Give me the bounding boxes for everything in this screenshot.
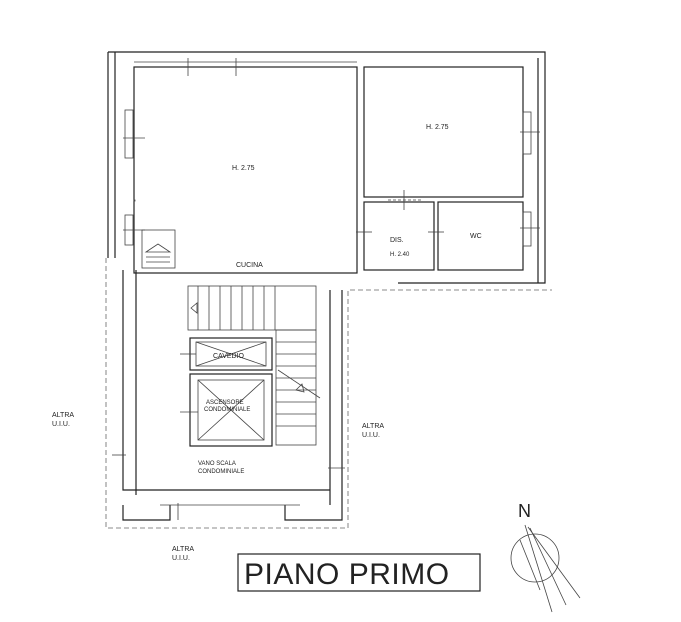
wc-label: WC xyxy=(470,233,482,240)
stairwell-label-line1: VANO SCALA xyxy=(198,461,236,467)
elevator-shaft xyxy=(180,373,273,447)
staircase xyxy=(187,285,321,446)
outer-walls xyxy=(107,51,546,284)
north-label: N xyxy=(518,501,531,521)
title-box: PIANO PRIMO xyxy=(237,553,481,592)
entrance-landing xyxy=(141,229,176,269)
right-room xyxy=(363,66,524,198)
stairwell-label-line2: CONDOMINIALE xyxy=(198,469,244,475)
altra-bottom-line2: U.I.U. xyxy=(172,555,190,562)
stairwell-walls xyxy=(112,270,345,521)
plan-title: PIANO PRIMO xyxy=(244,558,450,591)
dis-wc-block xyxy=(363,199,524,271)
window-marks xyxy=(123,58,540,247)
main-room-height: H. 2.75 xyxy=(232,165,255,172)
dis-label: DIS. xyxy=(390,237,404,244)
cavedio-label: CAVEDIO xyxy=(213,353,245,360)
altra-right-line2: U.I.U. xyxy=(362,432,380,439)
cavedio-shaft xyxy=(180,337,273,371)
altra-bottom-line1: ALTRA xyxy=(172,546,194,553)
elevator-label-line2: CONDOMINIALE xyxy=(204,407,250,413)
dis-height: H. 2.40 xyxy=(390,252,410,258)
altra-right-line1: ALTRA xyxy=(362,423,384,430)
north-arrow-icon: N xyxy=(510,501,581,613)
condominium-boundary xyxy=(105,258,552,529)
altra-left-line1: ALTRA xyxy=(52,412,74,419)
main-room xyxy=(133,61,358,274)
elevator-label-line1: ASCENSORE xyxy=(206,400,244,406)
altra-left-line2: U.I.U. xyxy=(52,421,70,428)
cucina-label: CUCINA xyxy=(236,262,263,269)
right-room-height: H. 2.75 xyxy=(426,124,449,131)
